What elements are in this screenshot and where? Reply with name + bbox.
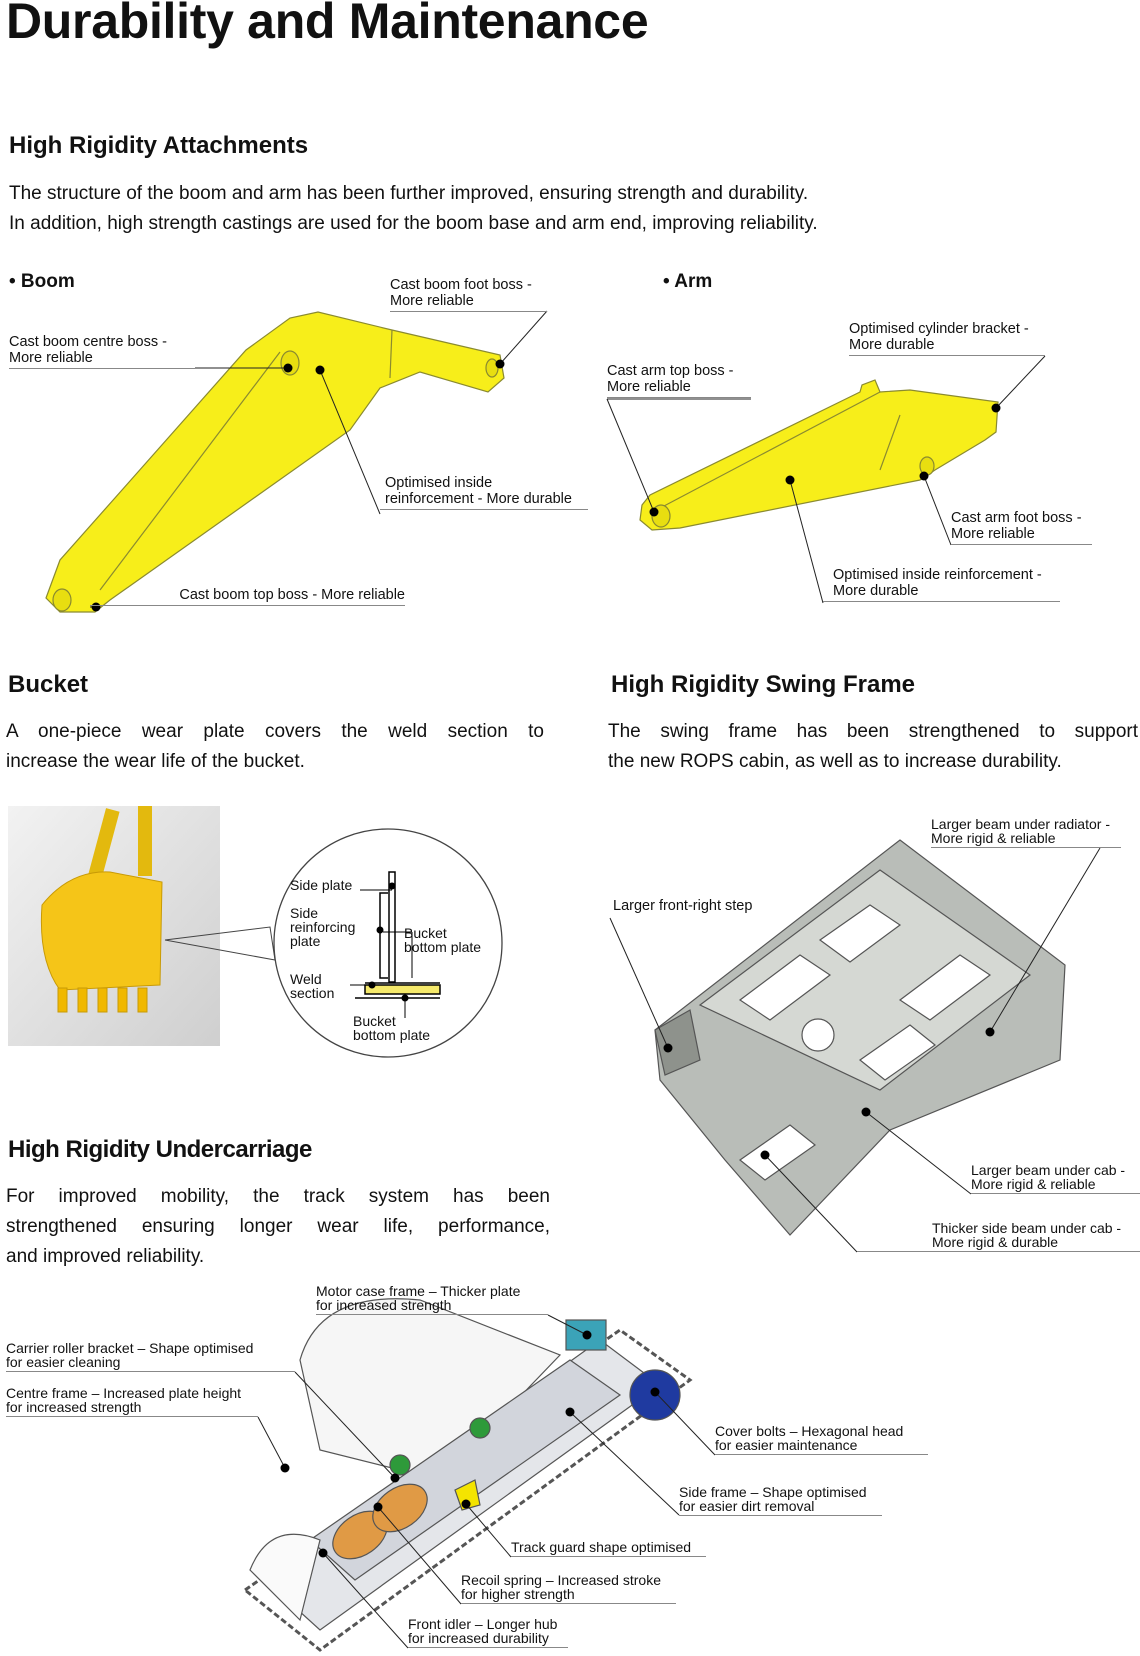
label-text: Side: [290, 905, 319, 921]
label-text: Weld: [290, 971, 322, 987]
callout-text: Optimised inside reinforcement -: [833, 567, 1042, 583]
callout-arm-top-boss: Cast arm top boss -More reliable: [607, 363, 751, 398]
callout-text: More reliable: [9, 350, 93, 366]
callout-text: Centre frame – Increased plate height: [6, 1385, 242, 1401]
label-text: section: [290, 985, 335, 1001]
callout-text: Cast arm foot boss -: [951, 510, 1082, 526]
callout-text: for easier dirt removal: [679, 1498, 815, 1514]
callout-text: Optimised inside: [385, 475, 493, 491]
arm-label: • Arm: [663, 271, 713, 292]
callout-text: Cast boom foot boss -: [390, 277, 532, 293]
callout-text: for increased durability: [408, 1630, 549, 1646]
callout-text: Larger beam under radiator -: [931, 816, 1110, 832]
callout-carrier-roller-bracket: Carrier roller bracket – Shape optimised…: [6, 1341, 295, 1372]
label-text: plate: [290, 933, 321, 949]
callout-text: Carrier roller bracket – Shape optimised: [6, 1340, 254, 1356]
callout-text: Recoil spring – Increased stroke: [461, 1572, 661, 1588]
callout-text: Side frame – Shape optimised: [679, 1484, 867, 1500]
label-text: bottom plate: [353, 1027, 431, 1043]
callout-text: Track guard shape optimised: [511, 1539, 692, 1555]
callout-beam-under-cab: Larger beam under cab -More rigid & reli…: [971, 1163, 1140, 1194]
callout-text: for increased strength: [316, 1297, 452, 1313]
callout-text: Thicker side beam under cab -: [932, 1220, 1122, 1236]
bucket-heading: Bucket: [8, 671, 89, 698]
attachments-paragraph: The structure of the boom and arm has be…: [9, 179, 1129, 239]
callout-arm-foot-boss: Cast arm foot boss -More reliable: [951, 510, 1092, 545]
callout-boom-foot-boss: Cast boom foot boss -More reliable: [390, 277, 547, 312]
callout-text: Cover bolts – Hexagonal head: [715, 1423, 904, 1439]
callout-text: Motor case frame – Thicker plate: [316, 1283, 521, 1299]
callout-text: More durable: [833, 583, 919, 599]
paragraph-line: the new ROPS cabin, as well as to increa…: [608, 751, 1062, 772]
boom-label: • Boom: [9, 271, 75, 292]
callout-arm-cylinder-bracket: Optimised cylinder bracket -More durable: [849, 321, 1045, 356]
swing-frame-paragraph: The swing frame has been strengthened to…: [608, 717, 1138, 777]
callout-text: More durable: [849, 337, 935, 353]
callout-text: for easier cleaning: [6, 1354, 121, 1370]
paragraph-line: and improved reliability.: [6, 1246, 205, 1267]
callout-boom-centre-boss: Cast boom centre boss -More reliable: [9, 334, 195, 369]
undercarriage-paragraph: For improved mobility, the track system …: [6, 1182, 550, 1272]
callout-text: Optimised cylinder bracket -: [849, 321, 1029, 337]
callout-text: More reliable: [607, 379, 691, 395]
bucket-paragraph: A one-piece wear plate covers the weld s…: [6, 717, 544, 777]
paragraph-line: For improved mobility, the track system …: [6, 1186, 550, 1207]
paragraph-line: increase the wear life of the bucket.: [6, 751, 305, 772]
label-text: Bucket: [404, 925, 447, 941]
callout-text: More rigid & durable: [932, 1234, 1059, 1250]
attachments-heading: High Rigidity Attachments: [9, 132, 309, 159]
label-side-plate: Side plate: [290, 877, 353, 893]
paragraph-line: The swing frame has been strengthened to…: [608, 721, 1138, 742]
callout-text: for easier maintenance: [715, 1437, 858, 1453]
callout-text: More reliable: [951, 526, 1035, 542]
callout-arm-inside-reinforcement: Optimised inside reinforcement -More dur…: [823, 567, 1060, 602]
callout-text: More rigid & reliable: [971, 1176, 1096, 1192]
callout-text: reinforcement - More durable: [385, 491, 572, 507]
callout-text: for increased strength: [6, 1399, 142, 1415]
callout-beam-under-radiator: Larger beam under radiator -More rigid &…: [931, 817, 1121, 848]
paragraph-line: strengthened ensuring longer wear life, …: [6, 1216, 550, 1237]
callout-text: Cast boom top boss - More reliable: [179, 587, 405, 603]
page-title: Durability and Maintenance: [6, 0, 649, 49]
paragraph-line: In addition, high strength castings are …: [9, 213, 818, 234]
label-text: bottom plate: [404, 939, 482, 955]
undercarriage-heading: High Rigidity Undercarriage: [8, 1136, 312, 1163]
bucket-photo: [8, 806, 220, 1046]
callout-text: for higher strength: [461, 1586, 575, 1602]
swing-frame-heading: High Rigidity Swing Frame: [611, 671, 916, 698]
arm-image: [639, 379, 999, 531]
callout-text: More rigid & reliable: [931, 830, 1056, 846]
callout-text: Cast boom centre boss -: [9, 334, 167, 350]
callout-text: More reliable: [390, 293, 474, 309]
paragraph-line: The structure of the boom and arm has be…: [9, 183, 809, 204]
callout-front-right-step: Larger front-right step: [613, 898, 753, 914]
label-text: Bucket: [353, 1013, 396, 1029]
label-text: reinforcing: [290, 919, 356, 935]
callout-text: Larger beam under cab -: [971, 1162, 1126, 1178]
callout-track-guard: Track guard shape optimised: [511, 1540, 706, 1557]
bucket-shape: [40, 806, 163, 1013]
paragraph-line: A one-piece wear plate covers the weld s…: [6, 721, 544, 742]
callout-text: Front idler – Longer hub: [408, 1616, 558, 1632]
callout-boom-top-boss: Cast boom top boss - More reliable: [90, 587, 405, 606]
callout-text: Cast arm top boss -: [607, 363, 734, 379]
callout-side-beam-under-cab: Thicker side beam under cab -More rigid …: [857, 1221, 1140, 1252]
